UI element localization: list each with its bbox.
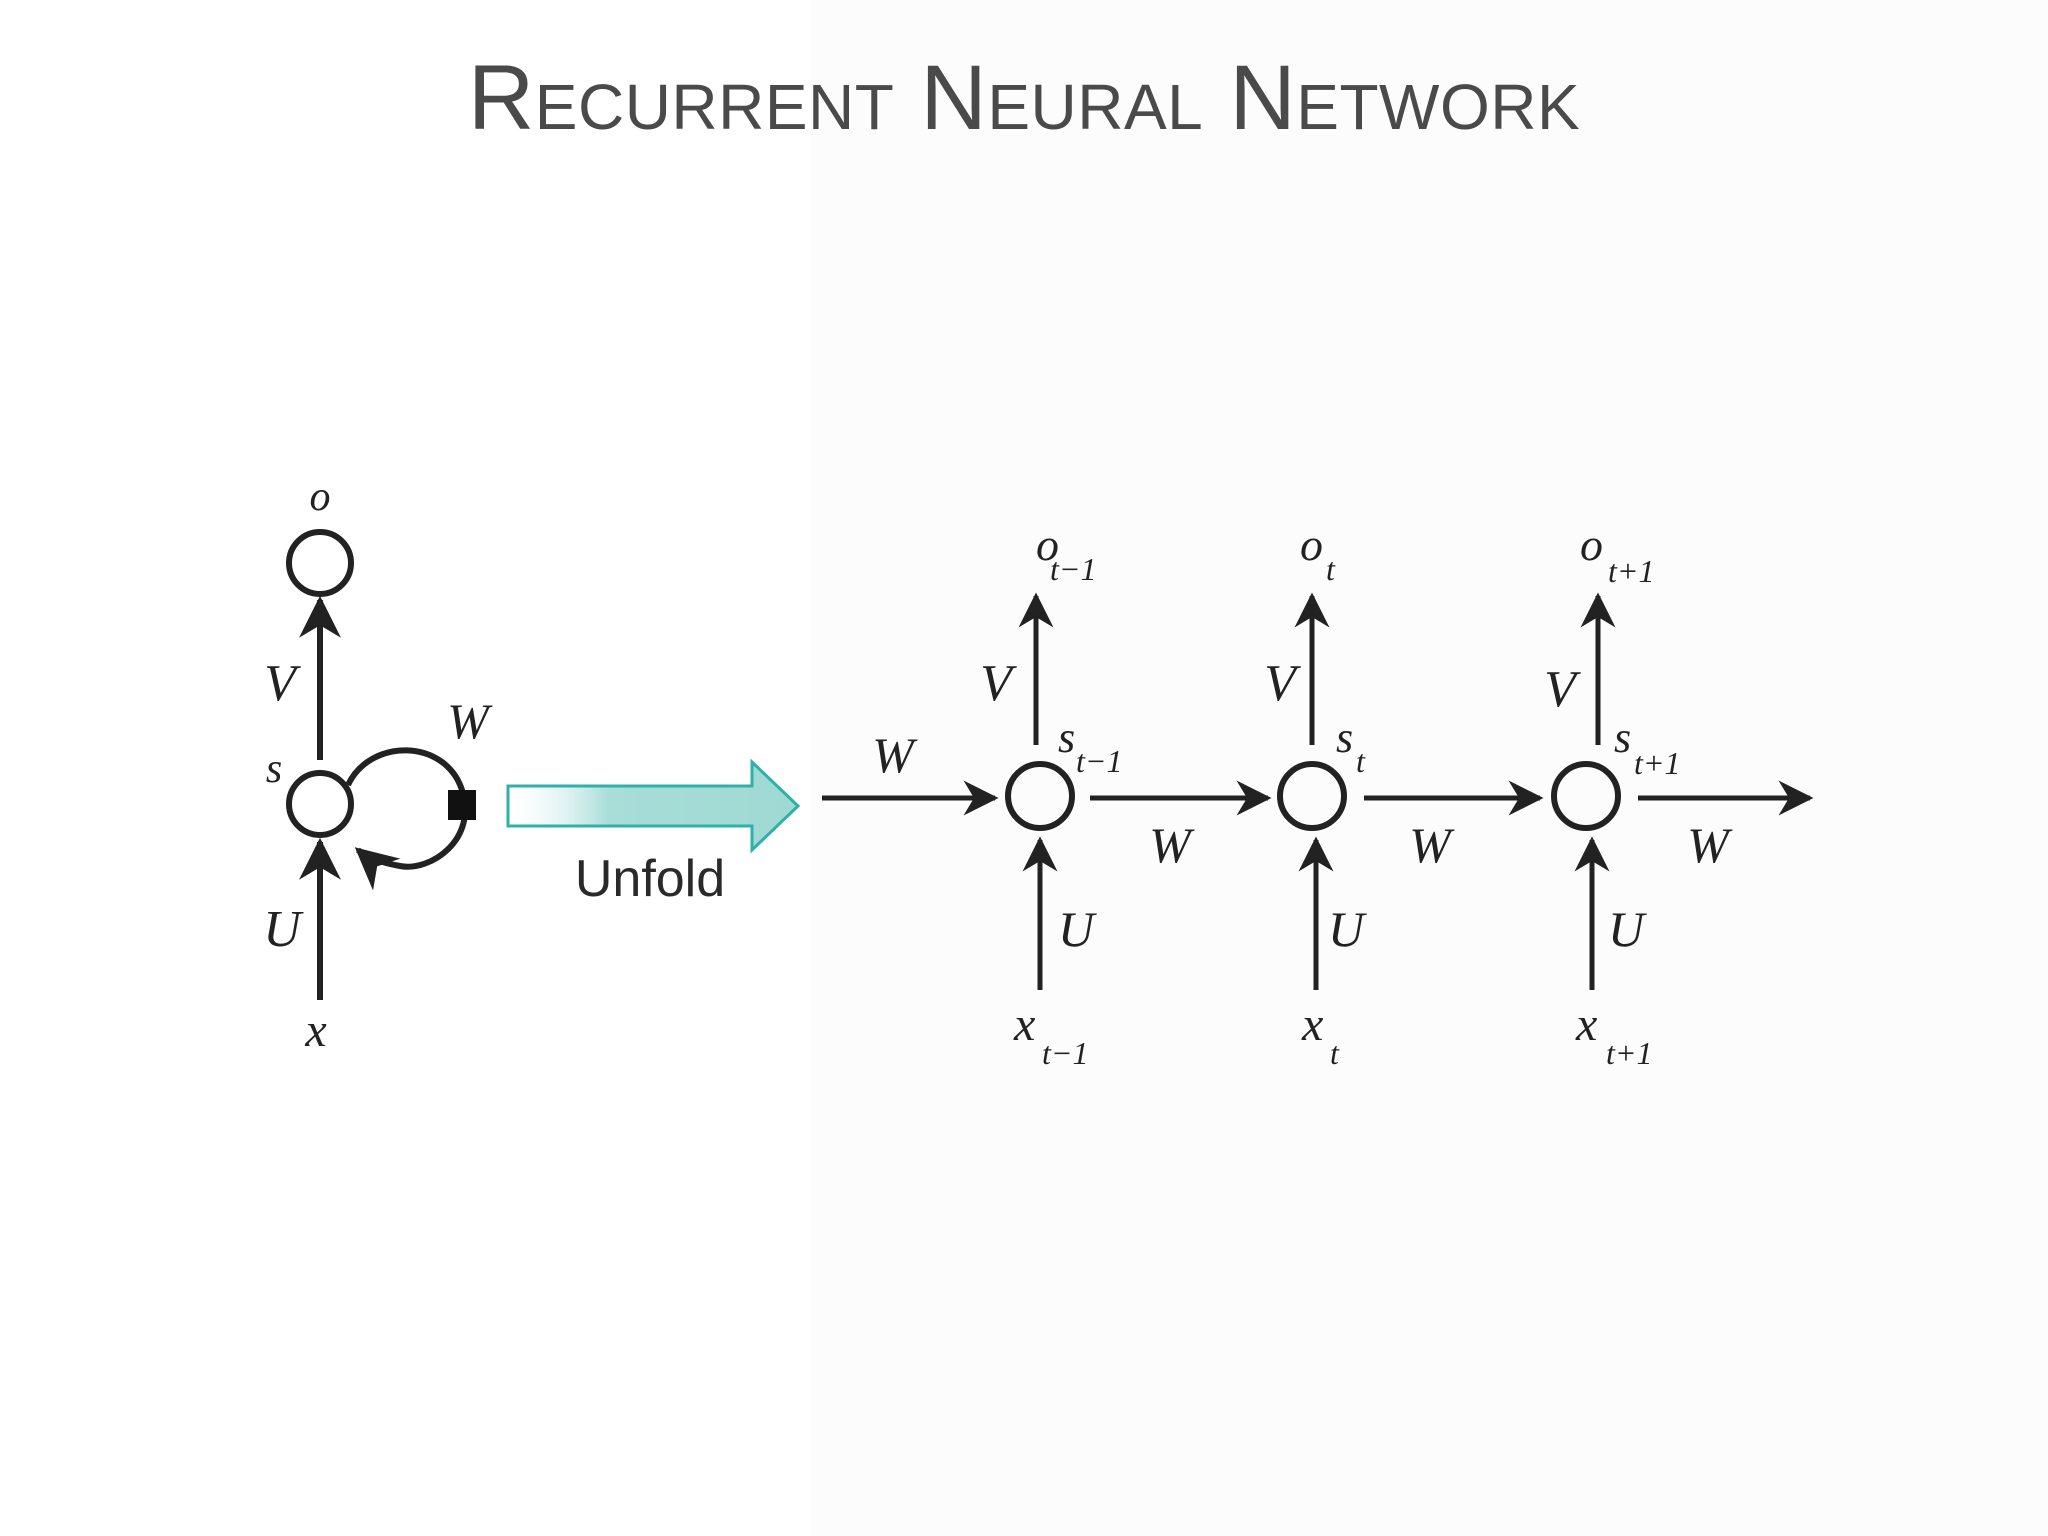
step-t: o t V s t U x t W [1264,519,1544,1071]
o-subscript: t [1326,551,1336,587]
w-input-label: W [872,727,918,783]
unfolded-rnn: W o t−1 V s t−1 U x t−1 W o t V s t [822,519,1814,1071]
unfold-label: Unfold [575,850,725,908]
o-label: o [1580,519,1603,570]
folded-o-label: o [310,474,331,520]
v-label: V [1264,655,1301,712]
x-label: x [1013,998,1035,1051]
step-t-minus-1: o t−1 V s t−1 U x t−1 W [980,519,1272,1071]
page-title: Recurrent Neural Network [467,47,1581,149]
s-subscript: t [1356,743,1366,779]
folded-s-label: s [266,746,282,792]
state-node [1277,761,1347,831]
w-label: W [1149,817,1195,873]
s-subscript: t−1 [1076,743,1122,779]
state-node [1005,761,1075,831]
o-subscript: t−1 [1050,551,1096,587]
w-label: W [1687,817,1733,873]
o-subscript: t+1 [1608,553,1654,589]
x-label: x [1575,998,1597,1051]
folded-v-label: V [264,655,301,712]
s-label: s [1336,713,1353,762]
s-label: s [1614,713,1631,762]
o-label: o [1300,519,1323,570]
v-label: V [1544,661,1581,718]
unfold-arrow-shape [506,758,801,854]
x-subscript: t−1 [1042,1035,1088,1071]
unfold-arrow: Unfold [506,758,801,908]
folded-x-label: x [304,1004,326,1057]
folded-w-loop [345,747,469,891]
folded-u-label: U [263,901,304,958]
folded-state-node [286,770,354,838]
x-subscript: t [1330,1035,1340,1071]
u-label: U [1328,901,1367,957]
state-node [1551,761,1621,831]
folded-rnn: o V s W U x [263,474,493,1057]
s-subscript: t+1 [1634,745,1680,781]
u-label: U [1608,901,1647,957]
delay-square-icon [448,790,476,820]
x-subscript: t+1 [1606,1035,1652,1071]
background-panel [810,0,2048,1536]
w-label: W [1409,817,1455,873]
step-t-plus-1: o t+1 V s t+1 U x t+1 W [1544,519,1814,1071]
folded-w-label: W [447,693,493,749]
folded-output-node [286,529,354,597]
s-label: s [1058,713,1075,762]
o-label: o [1036,519,1059,570]
v-label: V [980,655,1017,712]
u-label: U [1058,901,1097,957]
x-label: x [1301,998,1323,1051]
